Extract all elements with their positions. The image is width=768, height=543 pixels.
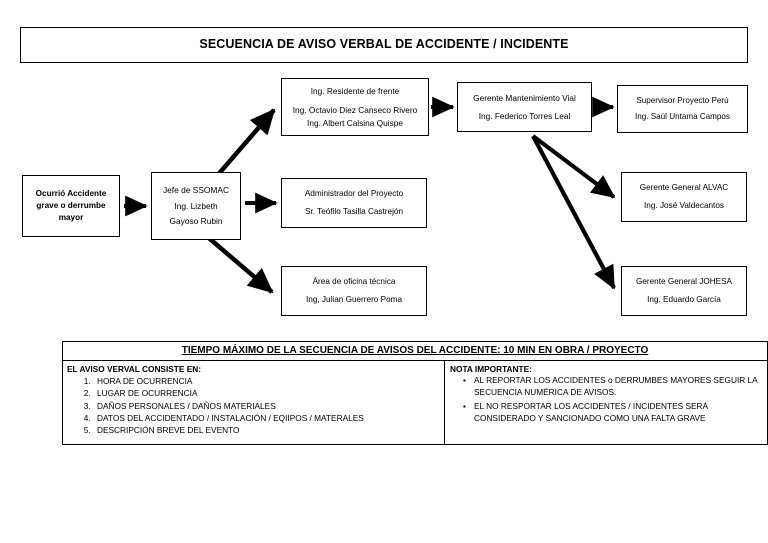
list-item: DATOS DEL ACCIDENTADO / INSTALACIÓN / EQ… xyxy=(93,412,440,424)
node-line: Ing. Saúl Untama Campos xyxy=(635,112,730,121)
page-title-text: SECUENCIA DE AVISO VERBAL DE ACCIDENTE /… xyxy=(199,37,569,52)
list-item: HORA DE OCURRENCIA xyxy=(93,375,440,387)
info-table-body: EL AVISO VERVAL CONSISTE EN: HORA DE OCU… xyxy=(63,361,767,445)
page-title: SECUENCIA DE AVISO VERBAL DE ACCIDENTE /… xyxy=(20,27,748,63)
node-line: Área de oficina técnica xyxy=(312,277,396,287)
info-table-header-text: TIEMPO MÁXIMO DE LA SECUENCIA DE AVISOS … xyxy=(181,345,649,356)
node-line: Sr. Teófilo Tasilla Castrejón xyxy=(305,206,403,216)
node-ocurrio-accidente[interactable]: Ocurrió Accidente grave o derrumbe mayor xyxy=(22,175,120,237)
node-line: Ing. Federico Torres Leal xyxy=(478,110,571,121)
node-gerente-general-alvac[interactable]: Gerente General ALVAC Ing. José Valdecan… xyxy=(621,172,747,222)
node-line: Ing. Residente de frente xyxy=(310,85,400,96)
node-line: mayor xyxy=(58,213,84,223)
node-ing-residente-de-frente[interactable]: Ing. Residente de frente Ing. Octavio Di… xyxy=(281,78,429,136)
node-line: Supervisor Proyecto Perú xyxy=(636,95,729,105)
node-line: Gerente General JOHESA xyxy=(635,277,733,287)
node-line: Gerente General ALVAC xyxy=(639,183,729,193)
list-item-line: EL NO RESPORTAR LOS ACCIDENTES / INCIDEN… xyxy=(474,401,709,412)
list-item: DESCRIPCIÓN BREVE DEL EVENTO xyxy=(93,424,440,436)
node-line: Ing. Lizbeth xyxy=(174,200,218,211)
node-line: Ocurrió Accidente xyxy=(35,188,107,198)
node-line: Gerente Mantenimiento Vial xyxy=(473,93,576,104)
node-jefe-ssomac[interactable]: Jefe de SSOMAC Ing. Lizbeth Gayoso Rubin xyxy=(151,172,241,240)
node-line: Ing. José Valdecantos xyxy=(644,200,724,210)
info-table-left-cell: EL AVISO VERVAL CONSISTE EN: HORA DE OCU… xyxy=(63,361,445,445)
node-line: Ing. Eduardo García xyxy=(647,294,721,304)
list-item: AL REPORTAR LOS ACCIDENTES o DERRUMBES M… xyxy=(463,375,765,399)
arrow-gerente-mantenimiento-to-alvac xyxy=(531,134,616,199)
list-item-line: CONSIDERADO Y SANCIONADO COMO UNA FALTA … xyxy=(474,412,706,423)
node-gerente-mantenimiento-vial[interactable]: Gerente Mantenimiento Vial Ing. Federico… xyxy=(457,82,592,132)
node-gerente-general-johesa[interactable]: Gerente General JOHESA Ing. Eduardo Garc… xyxy=(621,266,747,316)
info-table-right-cell: NOTA IMPORTANTE: AL REPORTAR LOS ACCIDEN… xyxy=(445,361,767,444)
node-line: Ing. Albert Calsina Quispe xyxy=(307,117,403,128)
list-item-line: SECUENCIA NUMÉRICA DE AVISOS. xyxy=(474,386,617,397)
info-table: TIEMPO MÁXIMO DE LA SECUENCIA DE AVISOS … xyxy=(62,341,768,446)
node-line: grave o derrumbe xyxy=(36,200,106,210)
nota-importante-list: AL REPORTAR LOS ACCIDENTES o DERRUMBES M… xyxy=(450,375,765,425)
right-column-title: NOTA IMPORTANTE: xyxy=(450,364,532,374)
aviso-verbal-list: HORA DE OCURRENCIA LUGAR DE OCURRENCIA D… xyxy=(67,375,440,436)
node-line: Administrador del Proyecto xyxy=(304,189,404,199)
node-supervisor-proyecto-peru[interactable]: Supervisor Proyecto Perú Ing. Saúl Untam… xyxy=(617,85,748,133)
info-table-header: TIEMPO MÁXIMO DE LA SECUENCIA DE AVISOS … xyxy=(63,342,767,361)
list-item: DAÑOS PERSONALES / DAÑOS MATERIALES xyxy=(93,400,440,412)
node-administrador-del-proyecto[interactable]: Administrador del Proyecto Sr. Teófilo T… xyxy=(281,178,427,228)
left-column-title: EL AVISO VERVAL CONSISTE EN: xyxy=(67,364,202,374)
arrow-ssomac-to-oficina xyxy=(201,231,274,294)
node-line: Gayoso Rubin xyxy=(169,216,223,227)
node-line: Ing, Julian Guerrero Poma xyxy=(305,294,403,304)
node-area-de-oficina-tecnica[interactable]: Área de oficina técnica Ing, Julian Guer… xyxy=(281,266,427,316)
node-line: Ing. Octavio Diez Canseco Rivero xyxy=(292,104,418,115)
list-item-line: AL REPORTAR LOS ACCIDENTES o DERRUMBES M… xyxy=(474,375,758,385)
arrow-gerente-mantenimiento-to-johesa xyxy=(531,135,616,290)
node-line: Jefe de SSOMAC xyxy=(162,185,230,196)
list-item: EL NO RESPORTAR LOS ACCIDENTES / INCIDEN… xyxy=(463,401,765,425)
list-item: LUGAR DE OCURRENCIA xyxy=(93,387,440,399)
